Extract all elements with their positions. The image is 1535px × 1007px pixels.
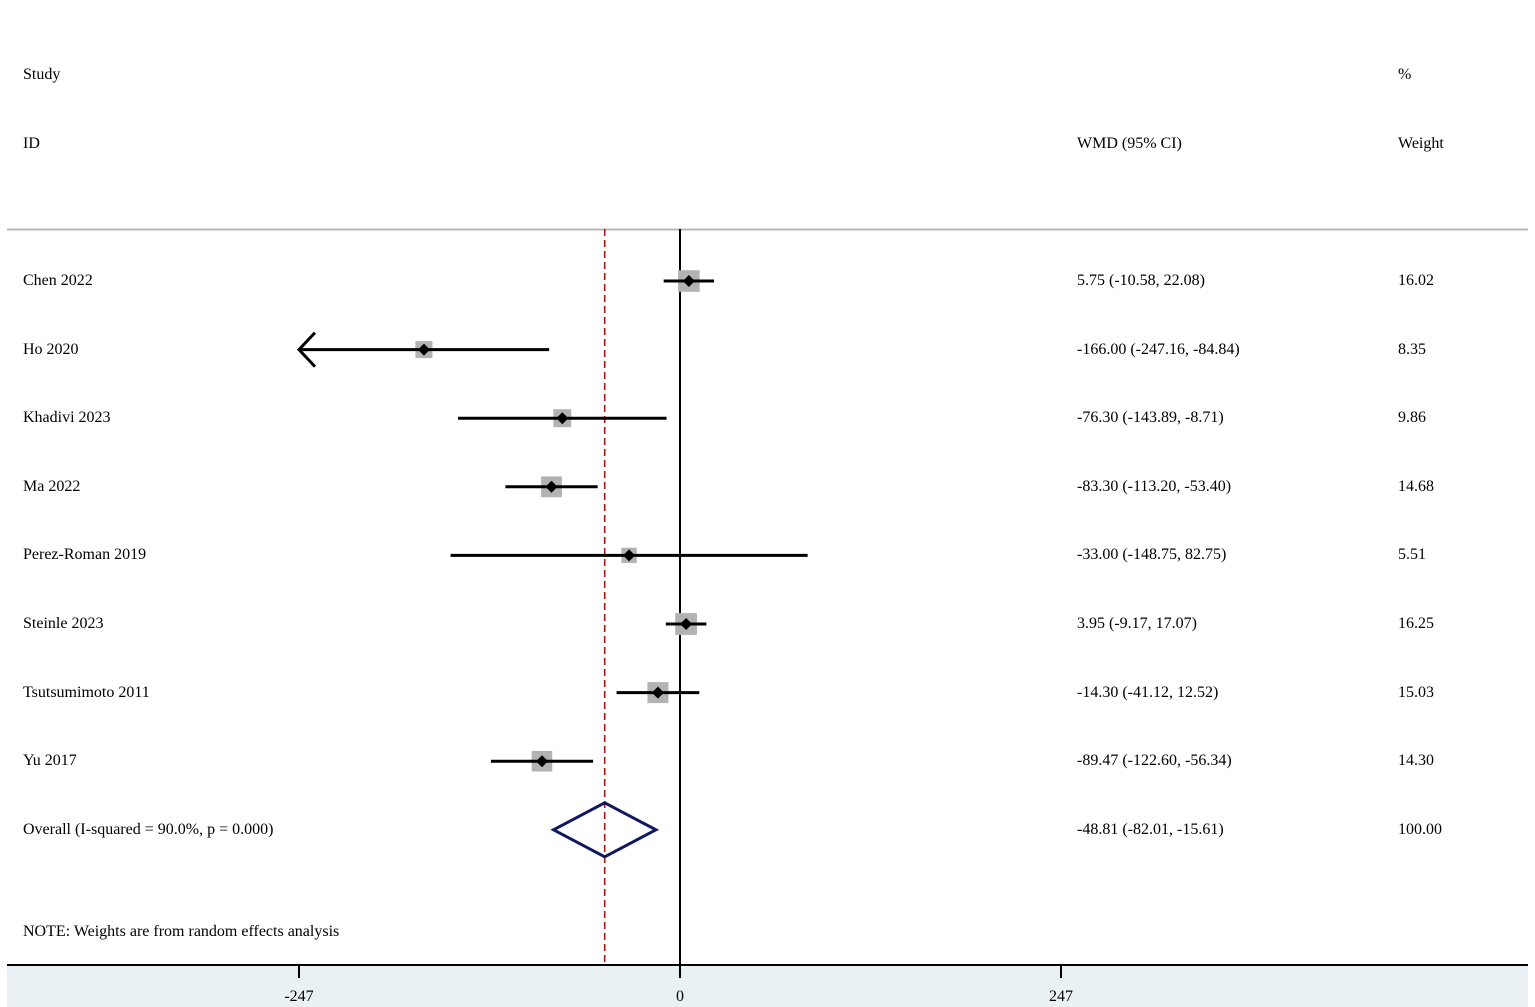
- study-weight-label: 14.68: [1398, 477, 1434, 495]
- point-estimate: [556, 412, 569, 425]
- study-ci-label: 5.75 (-10.58, 22.08): [1077, 272, 1205, 289]
- study-id-label: Khadivi 2023: [23, 409, 111, 427]
- header-percent-label: %: [1398, 66, 1412, 83]
- x-tick-label: 0: [676, 988, 684, 1005]
- overall-label: Overall (I-squared = 90.0%, p = 0.000): [23, 820, 274, 838]
- header-id-label: ID: [23, 135, 40, 152]
- study-id-label: Ma 2022: [23, 477, 81, 495]
- study-weight-label: 15.03: [1398, 683, 1434, 701]
- study-ci-label: -83.30 (-113.20, -53.40): [1077, 477, 1232, 495]
- header-study-label: Study: [23, 66, 61, 83]
- study-id-label: Chen 2022: [23, 272, 93, 289]
- point-estimate: [545, 480, 558, 493]
- header-effect-label: WMD (95% CI): [1077, 135, 1182, 152]
- overall-diamond: [550, 801, 660, 859]
- x-tick-label: -247: [284, 988, 313, 1005]
- x-tick-label: 247: [1049, 988, 1073, 1005]
- study-ci-label: -14.30 (-41.12, 12.52): [1077, 683, 1219, 701]
- study-ci-label: -89.47 (-122.60, -56.34): [1077, 752, 1232, 770]
- study-ci-label: -33.00 (-148.75, 82.75): [1077, 546, 1227, 564]
- study-weight-label: 14.30: [1398, 752, 1434, 770]
- study-id-label: Tsutsumimoto 2011: [23, 683, 150, 701]
- overall-ci-label: -48.81 (-82.01, -15.61): [1077, 820, 1224, 838]
- study-ci-label: -76.30 (-143.89, -8.71): [1077, 409, 1224, 427]
- study-ci-label: -166.00 (-247.16, -84.84): [1077, 340, 1240, 358]
- study-id-label: Steinle 2023: [23, 615, 104, 632]
- study-weight-label: 16.25: [1398, 615, 1434, 632]
- study-id-label: Perez-Roman 2019: [23, 546, 147, 564]
- study-weight-label: 16.02: [1398, 272, 1434, 289]
- study-weight-label: 9.86: [1398, 409, 1426, 427]
- point-estimate: [623, 549, 636, 562]
- study-id-label: Yu 2017: [23, 752, 77, 770]
- study-ci-label: 3.95 (-9.17, 17.07): [1077, 615, 1197, 632]
- study-weight-label: 5.51: [1398, 546, 1426, 564]
- footnote: NOTE: Weights are from random effects an…: [23, 923, 340, 940]
- study-id-label: Ho 2020: [23, 340, 79, 358]
- header-weight-label: Weight: [1398, 135, 1444, 152]
- study-weight-label: 8.35: [1398, 340, 1426, 358]
- point-estimate: [417, 343, 430, 356]
- overall-weight-label: 100.00: [1398, 820, 1442, 838]
- ci-arrow-left: [296, 331, 317, 368]
- point-estimate: [680, 618, 693, 630]
- point-estimate: [651, 686, 664, 699]
- point-estimate: [682, 275, 695, 287]
- axis-band: [7, 965, 1528, 1007]
- point-estimate: [535, 755, 548, 768]
